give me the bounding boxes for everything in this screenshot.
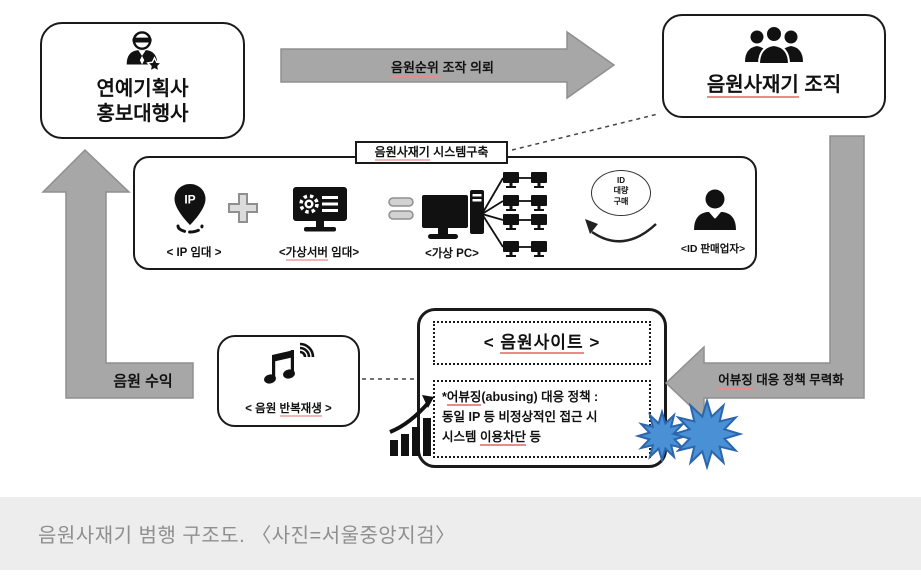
abuse-policy-line3: 시스템 이용차단 등 — [442, 430, 541, 446]
ip-pin-icon: IP — [174, 184, 206, 234]
virtual-pc-label: <가상 PC> — [425, 248, 479, 260]
manipulation-ring-title: 음원사재기 조직 — [706, 74, 842, 98]
music-site-box: < 음원사이트 > *어뷰징(abusing) 대응 정책 : 동일 IP 등 … — [417, 308, 667, 468]
abuse-policy-line1: *어뷰징(abusing) 대응 정책 : — [442, 390, 599, 406]
caption-text: 음원사재기 범행 구조도. 〈사진=서울중앙지검〉 — [38, 525, 456, 547]
cycle-arrow-icon — [585, 219, 657, 243]
ip-rental-label: < IP 임대 > — [166, 247, 222, 259]
rising-chart-icon — [389, 395, 434, 456]
virtual-server-label: <가상서버 임대> — [278, 247, 360, 261]
plus-icon — [228, 193, 258, 223]
people-group-icon — [745, 25, 803, 65]
repeat-play-label: < 음원 반복재생 > — [245, 403, 332, 417]
promo-agency-line1: 연예기획사 — [96, 78, 189, 100]
music-note-wifi-icon — [263, 342, 314, 384]
revenue-arrow-label: 음원 수익 — [113, 373, 173, 390]
request-arrow-label: 음원순위 조작 의뢰 — [391, 60, 494, 77]
music-site-title: < 음원사이트 > — [483, 333, 601, 354]
promo-agency-line2: 홍보대행사 — [96, 103, 189, 125]
ip-pin-text: IP — [184, 193, 195, 207]
desktop-pc-icon — [422, 190, 484, 239]
equals-icon — [388, 197, 414, 220]
request-arrow — [280, 30, 616, 100]
abuse-policy-frame: *어뷰징(abusing) 대응 정책 : 동일 IP 등 비정상적인 접근 시… — [433, 380, 651, 458]
impact-starburst-icon — [634, 408, 690, 464]
manipulation-ring-box: 음원사재기 조직 — [662, 14, 886, 118]
bulk-id-oval: ID 대량 구매 — [591, 170, 651, 216]
promo-agency-box: 연예기획사 홍보대행사 — [40, 22, 245, 139]
businessman-icon — [694, 189, 736, 230]
agent-star-icon — [126, 31, 163, 73]
impact-starburst-icon — [670, 397, 744, 471]
system-label: 음원사재기 시스템구축 — [355, 141, 508, 164]
caption-band: 음원사재기 범행 구조도. 〈사진=서울중앙지검〉 — [0, 497, 921, 570]
neutralize-arrow-label: 어뷰징 대응 정책 무력화 — [718, 373, 844, 389]
repeat-play-box: < 음원 반복재생 > — [217, 335, 360, 427]
pc-farm-network-icon — [481, 177, 531, 248]
id-seller-label: <ID 판매업자> — [680, 243, 746, 255]
abuse-policy-line2: 동일 IP 등 비정상적인 접근 시 — [442, 410, 598, 424]
mini-monitors — [503, 172, 547, 257]
virtual-server-icon — [293, 187, 347, 232]
dashed-link-systemlabel-org — [511, 113, 659, 151]
revenue-arrow — [41, 148, 194, 399]
music-site-title-frame: < 음원사이트 > — [433, 321, 651, 365]
